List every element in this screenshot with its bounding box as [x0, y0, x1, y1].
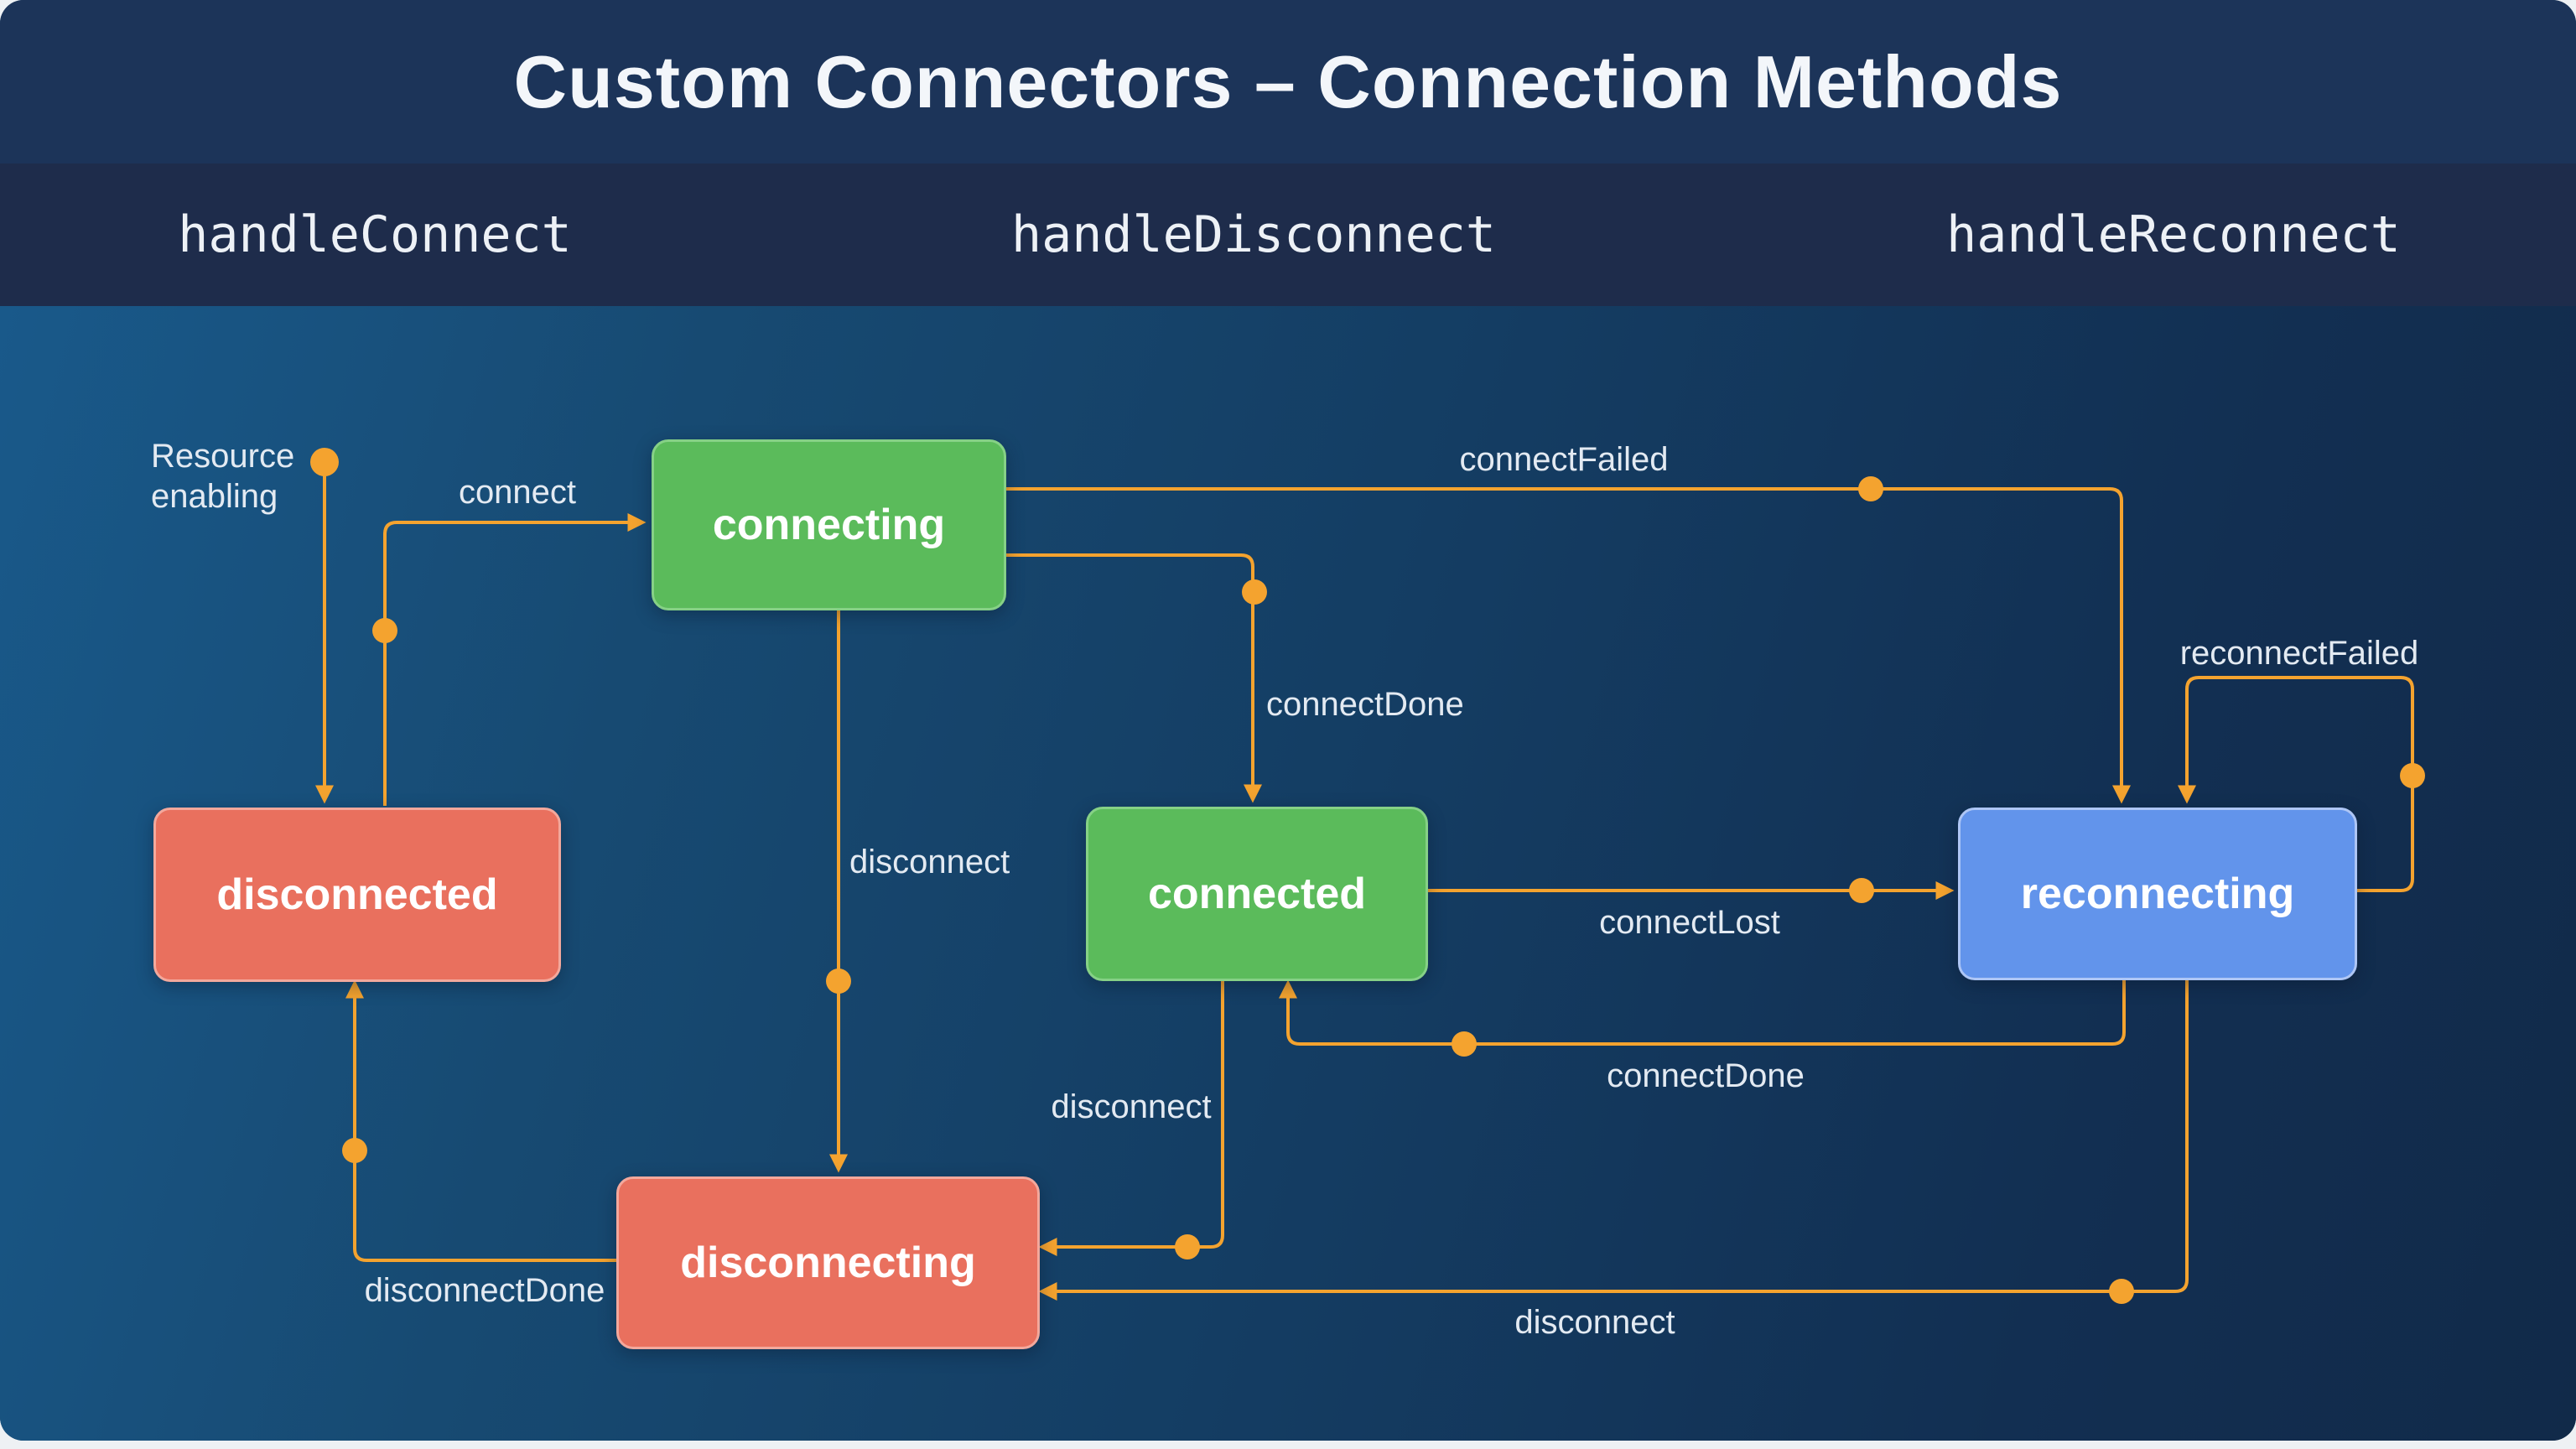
- start-dot-icon: [310, 448, 339, 476]
- method-handle-reconnect: handleReconnect: [1946, 205, 2401, 264]
- edge-connect-lost-dot-icon: [1849, 878, 1874, 903]
- edge-connect-failed: [1001, 487, 2131, 804]
- edge-disconnect-from-connected-dot-icon: [1175, 1234, 1200, 1259]
- page-title: Custom Connectors – Connection Methods: [513, 39, 2063, 123]
- state-disconnecting: disconnecting: [616, 1176, 1040, 1349]
- edge-connect-failed-dot-icon: [1858, 476, 1883, 501]
- edge-disconnect-bottom-dot-icon: [2109, 1279, 2134, 1304]
- state-connecting-label: connecting: [712, 501, 946, 549]
- state-disconnected: disconnected: [153, 808, 561, 982]
- edge-disconnect-done-dot-icon: [342, 1138, 367, 1163]
- edge-connect-dot-icon: [372, 618, 397, 643]
- state-disconnected-label: disconnected: [216, 870, 498, 919]
- title-bar: Custom Connectors – Connection Methods: [0, 0, 2576, 164]
- state-reconnecting: reconnecting: [1958, 808, 2357, 980]
- method-handle-disconnect: handleDisconnect: [1011, 205, 1496, 264]
- edge-label-disconnect-done: disconnectDone: [364, 1272, 605, 1309]
- state-connecting: connecting: [652, 439, 1006, 610]
- edge-label-connect-done-top: connectDone: [1266, 686, 1464, 723]
- edge-reconnect-failed-dot-icon: [2400, 763, 2425, 788]
- edge-label-connect-failed: connectFailed: [1459, 441, 1669, 478]
- edge-disconnect-done: [345, 979, 616, 1262]
- edge-connect-done-top: [1001, 553, 1262, 803]
- edge-label-disconnect-from-connected: disconnect: [1051, 1088, 1212, 1125]
- state-connected: connected: [1086, 807, 1428, 981]
- edge-label-disconnect-bottom: disconnect: [1514, 1304, 1675, 1341]
- edge-reconnect-failed: [2178, 676, 2414, 892]
- edge-label-connect-done-bottom: connectDone: [1607, 1057, 1805, 1094]
- edge-label-disconnect-mid: disconnect: [849, 844, 1010, 880]
- edge-disconnect-from-connected: [1038, 976, 1224, 1256]
- edge-disconnect-mid-dot-icon: [826, 969, 851, 994]
- edge-label-connect-lost: connectLost: [1599, 904, 1780, 941]
- edge-connect-done-bottom: [1279, 975, 2126, 1046]
- edge-connect-done-bottom-dot-icon: [1452, 1031, 1477, 1057]
- edge-connect: [383, 513, 647, 806]
- state-connected-label: connected: [1147, 870, 1367, 918]
- edge-connect-done-top-dot-icon: [1242, 579, 1267, 605]
- state-disconnecting-label: disconnecting: [680, 1239, 976, 1287]
- edge-disconnect-bottom: [1038, 975, 2189, 1301]
- method-handle-connect: handleConnect: [178, 205, 572, 264]
- edge-label-reconnect-failed: reconnectFailed: [2179, 635, 2419, 672]
- state-reconnecting-label: reconnecting: [2020, 870, 2295, 918]
- edge-label-resource-enabling: Resource enabling: [151, 438, 295, 515]
- methods-band: handleConnect handleDisconnect handleRec…: [0, 164, 2576, 306]
- edge-label-connect: connect: [458, 474, 577, 511]
